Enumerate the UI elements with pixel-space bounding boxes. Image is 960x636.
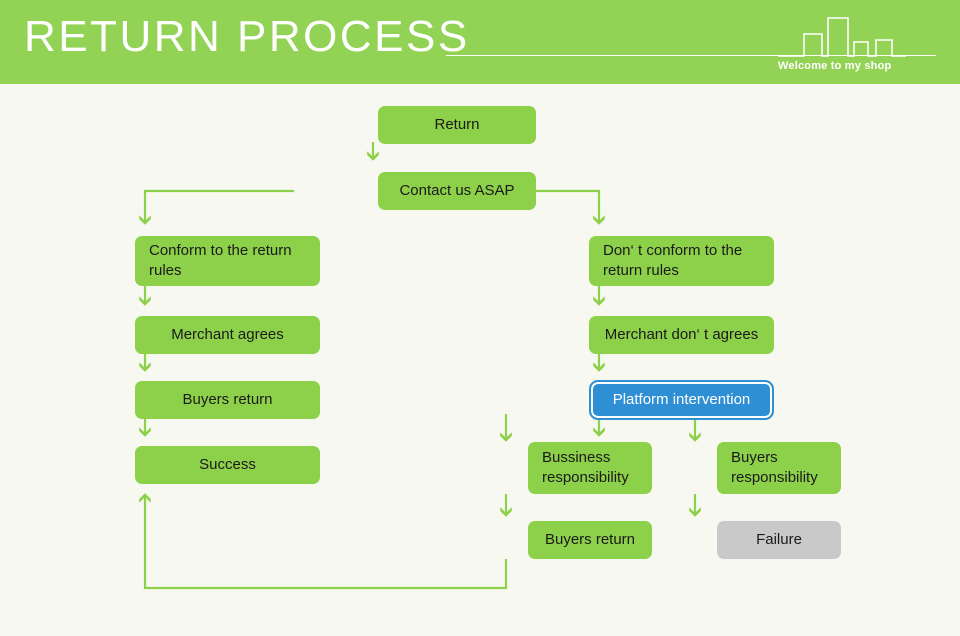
flow-node-failure[interactable]: Failure: [717, 521, 841, 559]
flowchart-canvas: Return Contact us ASAP Conform to the re…: [0, 84, 960, 636]
flow-node-contact-us-asap[interactable]: Contact us ASAP: [378, 172, 536, 210]
flow-node-label: Conform to the return rules: [149, 242, 292, 279]
flow-node-label: Success: [199, 456, 256, 473]
flow-node-success[interactable]: Success: [135, 446, 320, 484]
flow-node-buyers-return-left[interactable]: Buyers return: [135, 381, 320, 419]
flow-node-merchant-agrees[interactable]: Merchant agrees: [135, 316, 320, 354]
header-divider-rule: [446, 55, 936, 56]
flow-node-label: Buyers return: [182, 391, 273, 408]
flow-node-label: Platform intervention: [612, 391, 751, 408]
flow-node-label: Failure: [756, 531, 802, 548]
flow-node-buyers-responsibility[interactable]: Buyers responsibility: [717, 442, 841, 494]
flow-node-buyers-return-right[interactable]: Buyers return: [528, 521, 652, 559]
flow-node-bussiness-responsibility[interactable]: Bussiness responsibility: [528, 442, 652, 494]
flow-node-label: Don‘ t conform to the return rules: [603, 242, 743, 279]
flow-node-label: Merchant agrees: [171, 326, 284, 343]
flowchart-connectors: [139, 142, 701, 590]
flow-node-label: Bussiness responsibility: [542, 449, 629, 486]
flow-node-conform-to-return-rules[interactable]: Conform to the return rules: [135, 236, 320, 286]
flow-node-label: Merchant don‘ t agrees: [604, 326, 759, 343]
flow-node-dont-conform-to-return-rules[interactable]: Don‘ t conform to the return rules: [589, 236, 774, 286]
flow-node-platform-intervention[interactable]: Platform intervention: [589, 380, 774, 420]
bar-skyline-icon: [778, 17, 906, 57]
page-header: RETURN PROCESS Welcome to my shop: [0, 0, 960, 84]
flow-node-label: Return: [434, 116, 480, 133]
flow-node-label: Buyers responsibility: [731, 449, 818, 486]
flow-node-label: Buyers return: [544, 531, 636, 548]
flow-node-label: Contact us ASAP: [399, 182, 515, 199]
page-title: RETURN PROCESS: [24, 12, 470, 61]
flow-node-merchant-dont-agrees[interactable]: Merchant don‘ t agrees: [589, 316, 774, 354]
header-bottom-strip: [0, 84, 960, 88]
header-tagline: Welcome to my shop: [778, 60, 892, 72]
flow-node-return[interactable]: Return: [378, 106, 536, 144]
